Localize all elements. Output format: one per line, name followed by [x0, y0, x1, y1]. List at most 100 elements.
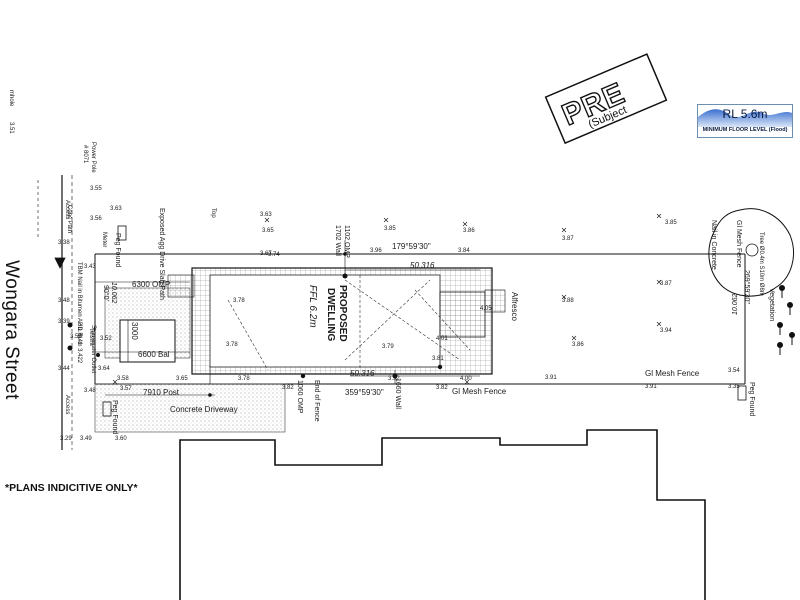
power-pole-label: Power Pole [90, 142, 96, 173]
spot-level: 3.65 [262, 228, 274, 234]
setback-front: 6300 OMP [132, 280, 170, 289]
driveway-length: 7910 Post [143, 388, 180, 397]
front-steps [167, 274, 195, 298]
ffl-label: FFL 6.2m [307, 285, 318, 328]
street-name-text: Wongara Street [1, 260, 22, 400]
spot-level: 3.49 [80, 436, 92, 442]
dwelling-inner [209, 274, 441, 368]
survey-nodes [67, 252, 443, 397]
fence-bottom-right: Gl Mesh Fence [645, 369, 700, 378]
carport-dim: 3000 [130, 322, 139, 340]
il-label: 2 IL 3.41 [76, 322, 82, 346]
alfresco-area [439, 291, 486, 338]
carport-outline [119, 319, 176, 363]
vegetation-label: Vegetation [768, 288, 775, 321]
access-top: Access [64, 200, 70, 219]
spot-level: 3.82 [282, 385, 294, 391]
alfresco-label: Alfresco [510, 292, 519, 321]
wave-graphic [698, 109, 792, 127]
distance-right: 10.062 [732, 293, 739, 315]
spot-level: 3.87 [660, 281, 672, 287]
spot-level: 4.01 [436, 336, 448, 342]
preliminary-stamp: PRE (Subject [544, 52, 668, 145]
stormwater-label: Stormwater Outlet [90, 325, 96, 374]
spot-level: 3.43 [84, 264, 96, 270]
dwelling-line2: DWELLING [325, 288, 336, 342]
wall-top-wall: 1702 Wall [334, 225, 341, 256]
distance-top: 50.316 [410, 261, 435, 270]
spot-level: 3.35 [728, 384, 740, 390]
concrete-driveway [94, 383, 286, 433]
manhole-label: mhole [8, 90, 14, 107]
bearing-right: 269°59'30" [743, 270, 751, 304]
peg-found-1: Peg Found [114, 233, 121, 267]
meter-label: Meter [101, 232, 107, 247]
fence-right-side: Gl Mesh Fence [735, 220, 742, 268]
spot-level: 3.48 [58, 298, 70, 304]
spot-level: 3.74 [268, 252, 280, 258]
alfresco-steps [484, 289, 506, 313]
spot-level: 3.85 [384, 226, 396, 232]
spot-level: 3.38 [58, 240, 70, 246]
spot-level: 3.91 [545, 375, 557, 381]
spot-level: 3.78 [233, 298, 245, 304]
driveway-label: Concrete Driveway [170, 405, 238, 414]
nail-concrete-label: Nail in Concrete [710, 220, 717, 270]
spot-level: 3.60 [115, 436, 127, 442]
peg-found-2: Peg Found [111, 400, 118, 434]
peg-symbols [54, 225, 747, 417]
spot-level: 3.63 [110, 206, 122, 212]
distance-bottom: 50.316 [350, 369, 375, 378]
tree-trunk [745, 243, 759, 257]
street-name-label: Wongara Street [0, 250, 26, 410]
spot-level: 3.44 [58, 366, 70, 372]
spot-level: 3.92 [388, 376, 400, 382]
power-pole-id: # 8071 [82, 145, 88, 164]
neighbour-building-outline [179, 429, 706, 600]
spot-level: 4.05 [480, 306, 492, 312]
spot-level: 3.59 [70, 334, 82, 340]
spot-level: 3.85 [665, 220, 677, 226]
spot-level: 3.52 [100, 336, 112, 342]
spot-level: 3.86 [463, 228, 475, 234]
plans-indicative-note: *PLANS INDICITIVE ONLY* [5, 482, 138, 494]
stamp-border [544, 53, 668, 145]
spot-level: 3.78 [238, 376, 250, 382]
tbm-label: TBM Nail in Bitumen AHD RL m 3.422 [76, 262, 82, 364]
spot-level: 3.79 [382, 344, 394, 350]
spot-level: 3.86 [572, 342, 584, 348]
spot-level: 3.56 [90, 216, 102, 222]
spot-level: 3.39 [58, 319, 70, 325]
spot-level: 3.96 [370, 248, 382, 254]
spot-level: 3.57 [120, 386, 132, 392]
access-bottom: Access [64, 395, 70, 414]
spot-level: 3.88 [562, 298, 574, 304]
peg-found-3: Peg Found [748, 382, 755, 416]
spot-level: 3.54 [728, 368, 740, 374]
spot-level: 3.67 [260, 251, 272, 257]
spot-level: 3.84 [458, 248, 470, 254]
exposed-agg-label: Exposed Agg Drive Slab Path [158, 208, 165, 300]
tree-canopy [708, 208, 794, 297]
bearing-bottom: 359°59'30" [345, 388, 384, 397]
spot-level: 3.64 [98, 366, 110, 372]
wall-top-omp: 1102 OMP [343, 225, 350, 258]
spot-level: 3.65 [176, 376, 188, 382]
wall-bottom: 1660 Wall [394, 378, 401, 409]
roof-lines [227, 275, 471, 371]
bearing-left: 90°0' [102, 285, 110, 301]
vegetation-symbols [777, 285, 795, 355]
wall-bottom-omp: 1060 OMP [296, 380, 303, 414]
spot-level: 3.58 [117, 376, 129, 382]
end-of-fence-label: End of Fence [313, 380, 320, 422]
drawing-text: 179°59'30" 50.316 50.316 359°59'30" Gl M… [8, 90, 775, 442]
spot-level: 4.00 [460, 376, 472, 382]
bearing-top: 179°59'30" [392, 242, 431, 251]
flood-level-value: RL 5.6m [722, 107, 768, 121]
spot-level: 3.48 [84, 388, 96, 394]
distance-left: 10.062 [110, 282, 117, 304]
telstra-label: Telstra [88, 328, 94, 346]
tree-label: Tree Ø0.4m S10m Ø8m [758, 232, 764, 296]
